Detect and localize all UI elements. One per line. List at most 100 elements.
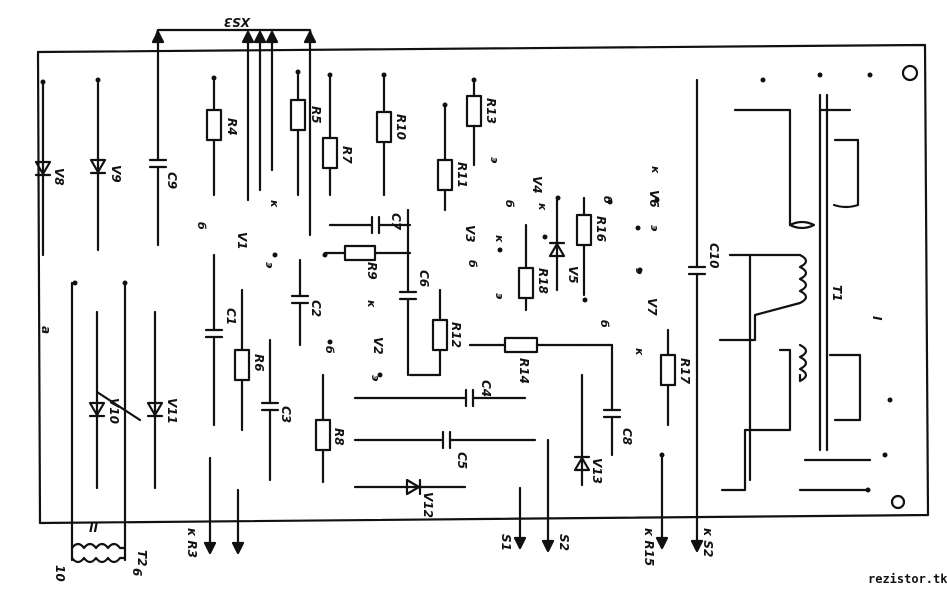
- bottom-arrows: [203, 536, 704, 555]
- mark-one: I: [870, 316, 884, 321]
- pin-b-v1: б: [195, 222, 208, 230]
- label-c4: C4: [479, 380, 493, 397]
- label-r4: R4: [225, 118, 239, 136]
- resistor-r9: [323, 244, 412, 262]
- label-r7: R7: [340, 146, 354, 164]
- pin-b-v6: б: [601, 196, 614, 204]
- capacitor-c8: [602, 343, 622, 457]
- pin-e-v4: э: [488, 157, 501, 164]
- label-c3: C3: [279, 406, 293, 423]
- resistor-r7: [321, 73, 339, 197]
- capacitor-c6: [398, 208, 418, 377]
- top-connector-arrows: [151, 30, 317, 237]
- label-t1: T1: [830, 285, 844, 302]
- label-v5: V5: [566, 266, 580, 284]
- label-r16: R16: [594, 216, 608, 242]
- label-c2: C2: [309, 300, 323, 317]
- pin-labels: б к э б к э б к э б к э б к э б к э: [195, 157, 662, 382]
- capacitor-c1: [204, 253, 224, 427]
- mark-a: а: [39, 326, 53, 334]
- label-xr3: к R3: [185, 528, 199, 558]
- label-v3: V3: [463, 225, 477, 243]
- pin-b-v2: б: [323, 346, 336, 354]
- label-c7: C7: [389, 213, 403, 231]
- resistor-r10: [375, 73, 393, 197]
- pin-k-v1: к: [268, 200, 281, 208]
- diode-v8: [34, 80, 52, 257]
- label-v2: V2: [371, 337, 385, 355]
- pin-e-v6: э: [648, 225, 661, 232]
- resistor-r11: [436, 103, 454, 212]
- label-r14: R14: [517, 358, 531, 384]
- diode-v5: [548, 198, 566, 292]
- label-r5: R5: [309, 106, 323, 124]
- label-v10: V10: [107, 398, 121, 424]
- resistor-r6: [233, 288, 251, 432]
- diode-v13: [573, 373, 591, 487]
- capacitor-c2: [290, 258, 310, 347]
- diode-v10: [88, 310, 142, 490]
- pin-e-v2: э: [369, 375, 382, 382]
- pin-k-v3: к: [493, 235, 506, 243]
- pads: [40, 69, 893, 493]
- label-v13: V13: [590, 458, 604, 484]
- pin-k-v6: к: [649, 166, 662, 174]
- capacitor-c4: [353, 388, 527, 408]
- label-r13: R13: [484, 98, 498, 124]
- label-s1: S1: [499, 534, 513, 551]
- resistor-r14: [468, 336, 582, 354]
- label-r17: R17: [678, 358, 692, 385]
- label-s2: S2: [557, 534, 571, 551]
- label-v4: V4: [530, 176, 544, 194]
- capacitor-c3: [260, 338, 280, 482]
- resistor-r4: [205, 76, 223, 197]
- label-v12: V12: [421, 492, 435, 518]
- label-6: 6: [130, 568, 144, 576]
- board-outline: [36, 43, 930, 525]
- label-c1: C1: [224, 308, 238, 325]
- diode-v12: [353, 478, 467, 496]
- label-r18: R18: [536, 268, 550, 294]
- resistor-r12: [431, 288, 449, 377]
- label-c5: C5: [455, 452, 469, 469]
- capacitor-c5: [353, 430, 537, 450]
- pin-k-v7: к: [633, 348, 646, 356]
- watermark: rezistor.tk: [868, 572, 947, 586]
- resistor-r17: [659, 328, 677, 427]
- label-v8: V8: [52, 168, 66, 186]
- pin-b-v7: б: [598, 320, 611, 328]
- resistor-r13: [465, 78, 483, 167]
- capacitor-c7: [328, 215, 412, 235]
- pin-e-v1: э: [263, 262, 276, 269]
- mark-two: II: [89, 520, 98, 534]
- resistor-r8: [314, 373, 332, 484]
- resistor-r16: [575, 196, 593, 297]
- wires: [208, 343, 699, 552]
- transformer-t1: [718, 93, 872, 492]
- connector-label-xs3: XS3: [224, 15, 251, 29]
- label-10: 10: [53, 565, 67, 582]
- label-r9: R9: [365, 262, 379, 280]
- transformer-t2-leads: [70, 281, 127, 564]
- label-v6: V6: [647, 190, 661, 208]
- diode-v11: [146, 310, 164, 490]
- label-v1: V1: [235, 232, 249, 250]
- bottom-labels: к R3 S1 S2 к R15 к S2 T2 10 6: [53, 528, 715, 582]
- pin-b-v3: б: [466, 260, 479, 268]
- label-xr15: к R15: [642, 528, 656, 566]
- label-c9: C9: [165, 172, 179, 189]
- mount-hole-bottom: [890, 494, 906, 510]
- pin-k-v4: к: [536, 203, 549, 211]
- label-r12: R12: [449, 322, 463, 348]
- label-t2: T2: [135, 550, 149, 567]
- pin-e-v3: э: [493, 293, 506, 300]
- label-v9: V9: [109, 165, 123, 183]
- capacitor-c10: [687, 78, 707, 472]
- label-xs2: к S2: [701, 528, 715, 557]
- label-c8: C8: [620, 428, 634, 445]
- diode-v9: [89, 78, 107, 252]
- mount-hole-top: [901, 64, 919, 82]
- connector-bracket: [153, 28, 314, 42]
- component-labels: V8 V9 C9 R4 R5 R7 R10 R13 R11 C7 R9 C6 R…: [52, 98, 844, 518]
